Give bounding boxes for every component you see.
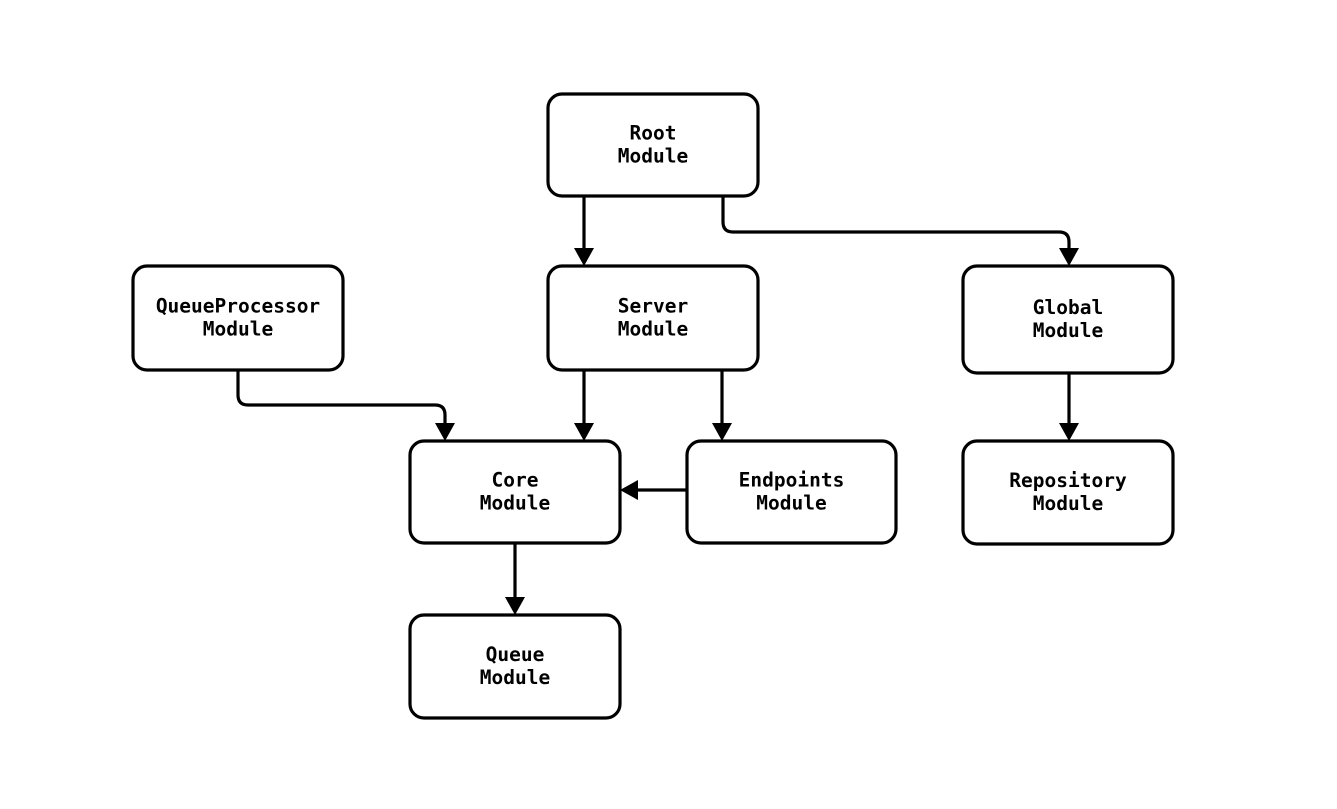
arrowhead-icon xyxy=(435,423,455,441)
arrowhead-icon xyxy=(1059,248,1079,266)
node-box[interactable] xyxy=(961,264,1175,375)
node-label-line2: Module xyxy=(480,492,550,515)
node-box[interactable] xyxy=(961,439,1175,546)
arrowhead-icon xyxy=(1059,423,1079,441)
node-box[interactable] xyxy=(546,92,760,198)
node-label-line2: Module xyxy=(1033,492,1103,515)
arrowhead-icon xyxy=(620,480,638,500)
node-label-line1: Global xyxy=(1033,296,1103,319)
node-label-line2: Module xyxy=(1033,319,1103,342)
node-label-line1: Endpoints xyxy=(739,469,845,492)
edge-root-to-global xyxy=(721,196,1079,266)
edges-layer xyxy=(236,196,1079,615)
node-box[interactable] xyxy=(408,613,622,720)
node-label-line1: Server xyxy=(618,295,688,318)
arrowhead-icon xyxy=(712,423,732,441)
node-label-line2: Module xyxy=(618,145,688,168)
node-label-line2: Module xyxy=(618,318,688,341)
edge-server-to-core xyxy=(574,370,594,441)
node-label-line1: Queue xyxy=(486,643,545,666)
arrowhead-icon xyxy=(574,423,594,441)
edge-line xyxy=(236,370,447,427)
node-label-line1: Core xyxy=(492,469,539,492)
node-label-line1: QueueProcessor xyxy=(156,295,320,318)
arrowhead-icon xyxy=(505,597,525,615)
edge-server-to-endpoints xyxy=(712,370,732,441)
node-box[interactable] xyxy=(546,264,760,372)
nodes-layer: RootModuleQueueProcessorModuleServerModu… xyxy=(131,92,1175,720)
edge-endpoints-to-core xyxy=(620,480,687,500)
edge-line xyxy=(721,196,1071,252)
edge-queueprocessor-to-core xyxy=(236,370,455,441)
node-box[interactable] xyxy=(131,264,345,372)
node-label-line1: Repository xyxy=(1009,469,1127,492)
node-label-line2: Module xyxy=(480,666,550,689)
node-box[interactable] xyxy=(408,439,622,545)
edge-global-to-repository xyxy=(1059,373,1079,441)
edge-core-to-queue xyxy=(505,543,525,615)
node-label-line2: Module xyxy=(756,492,826,515)
arrowhead-icon xyxy=(574,248,594,266)
edge-root-to-server xyxy=(574,196,594,266)
node-box[interactable] xyxy=(685,439,898,545)
node-label-line2: Module xyxy=(203,318,273,341)
node-label-line1: Root xyxy=(630,122,677,145)
